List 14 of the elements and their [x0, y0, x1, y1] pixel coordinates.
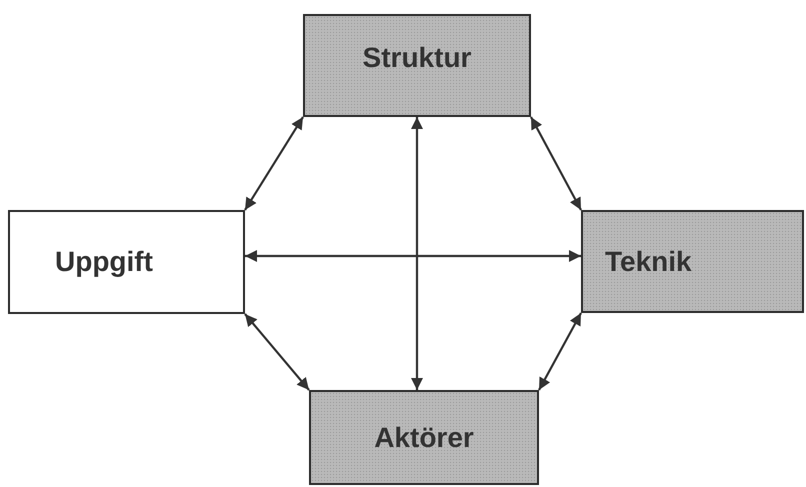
concept-box: [8, 210, 245, 314]
concept-box: [581, 210, 804, 313]
double-arrow: [410, 117, 424, 390]
concept-box: [303, 14, 531, 117]
box-label: Struktur: [362, 42, 472, 74]
double-arrow: [244, 313, 310, 391]
double-arrow: [530, 116, 582, 211]
concept-box: [309, 390, 539, 485]
double-arrow: [538, 312, 582, 391]
box-label: Uppgift: [55, 246, 153, 278]
box-label: Aktörer: [374, 422, 474, 454]
double-arrow: [244, 116, 304, 211]
double-arrow: [245, 250, 581, 262]
box-label: Teknik: [605, 246, 692, 278]
